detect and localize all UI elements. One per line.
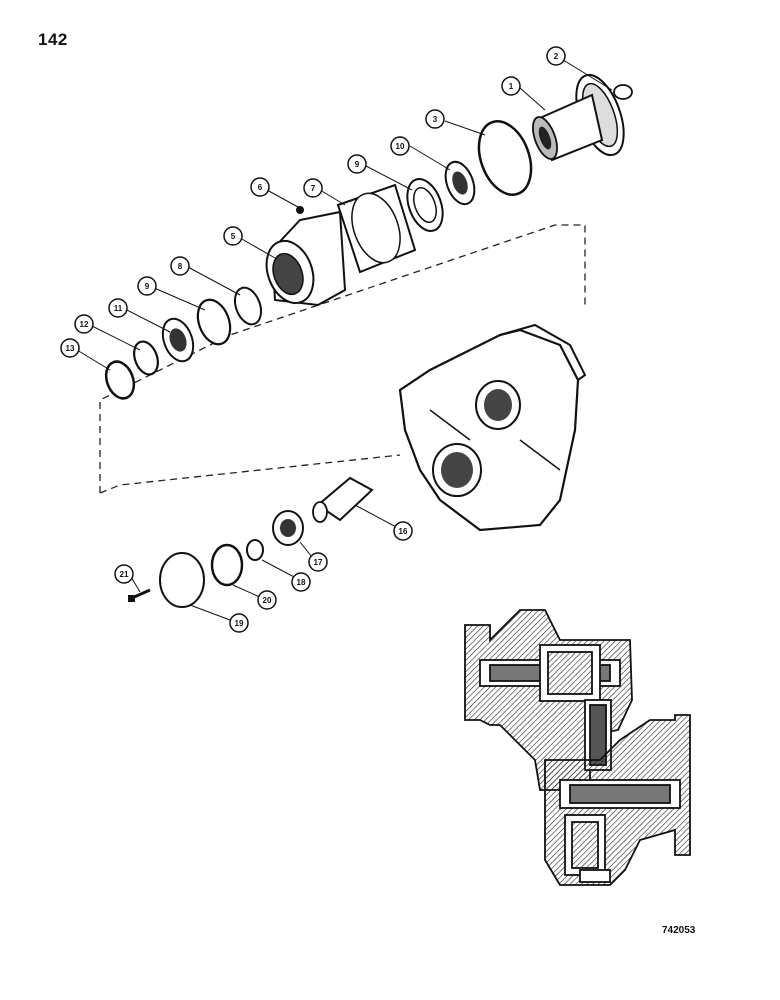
svg-text:11: 11 — [114, 304, 123, 313]
part-5-carrier — [265, 210, 347, 307]
callout-11: 11 — [108, 298, 128, 318]
svg-text:9: 9 — [145, 282, 150, 291]
svg-text:18: 18 — [297, 578, 306, 587]
svg-text:6: 6 — [258, 183, 263, 192]
callout-1: 1 — [501, 76, 521, 96]
callouts: 1 2 3 10 9 7 6 5 8 9 11 12 13 16 17 18 2… — [60, 46, 566, 633]
callout-17: 17 — [308, 552, 328, 572]
part-8-shim-upper — [233, 286, 263, 326]
figure-number: 742053 — [662, 925, 696, 936]
svg-text:21: 21 — [120, 570, 129, 579]
svg-text:17: 17 — [314, 558, 323, 567]
part-9-bearing-cup-upper — [406, 178, 444, 232]
svg-text:12: 12 — [80, 320, 89, 329]
callout-3: 3 — [425, 109, 445, 129]
svg-text:8: 8 — [178, 262, 183, 271]
part-18-washer — [246, 539, 264, 561]
part-11-bearing-cone — [161, 317, 195, 363]
callout-5: 5 — [223, 226, 243, 246]
callout-8a: 8 — [170, 256, 190, 276]
callout-21: 21 — [114, 564, 134, 584]
drop-box-housing — [398, 323, 587, 532]
part-6-fitting — [296, 206, 304, 214]
svg-text:3: 3 — [433, 115, 438, 124]
callout-19: 19 — [229, 613, 249, 633]
part-17-bearing — [272, 510, 304, 546]
callout-9a: 9 — [347, 154, 367, 174]
callout-18: 18 — [291, 572, 311, 592]
part-21-bolt — [128, 588, 151, 602]
callout-13: 13 — [60, 338, 80, 358]
callout-10a: 10 — [390, 136, 410, 156]
callout-16: 16 — [393, 521, 413, 541]
part-7-gasket — [336, 183, 417, 274]
part-13-nut — [104, 360, 136, 400]
svg-text:10: 10 — [396, 142, 405, 151]
svg-text:2: 2 — [554, 52, 559, 61]
sectional-view — [464, 609, 691, 886]
part-1-gear-shaft — [532, 73, 625, 162]
dashed-assembly-line — [99, 224, 586, 494]
callout-20: 20 — [257, 590, 277, 610]
part-20-gasket — [210, 543, 244, 587]
part-3-o-ring — [477, 120, 533, 196]
page-number: 142 — [38, 30, 68, 49]
svg-text:19: 19 — [235, 619, 244, 628]
part-9-bearing-cup-lower — [196, 298, 232, 346]
callout-6: 6 — [250, 177, 270, 197]
part-16-pinion-gear — [312, 476, 374, 523]
callout-12: 12 — [74, 314, 94, 334]
callout-7: 7 — [303, 178, 323, 198]
callout-9b: 9 — [137, 276, 157, 296]
part-2-plug — [613, 84, 633, 100]
svg-text:16: 16 — [399, 527, 408, 536]
svg-text:7: 7 — [311, 184, 316, 193]
svg-text:5: 5 — [231, 232, 236, 241]
svg-text:20: 20 — [263, 596, 272, 605]
callout-2: 2 — [546, 46, 566, 66]
svg-text:13: 13 — [66, 344, 75, 353]
svg-text:1: 1 — [509, 82, 514, 91]
part-19-cover — [159, 552, 205, 608]
svg-text:9: 9 — [355, 160, 360, 169]
part-10-bearing-cone — [444, 160, 476, 206]
